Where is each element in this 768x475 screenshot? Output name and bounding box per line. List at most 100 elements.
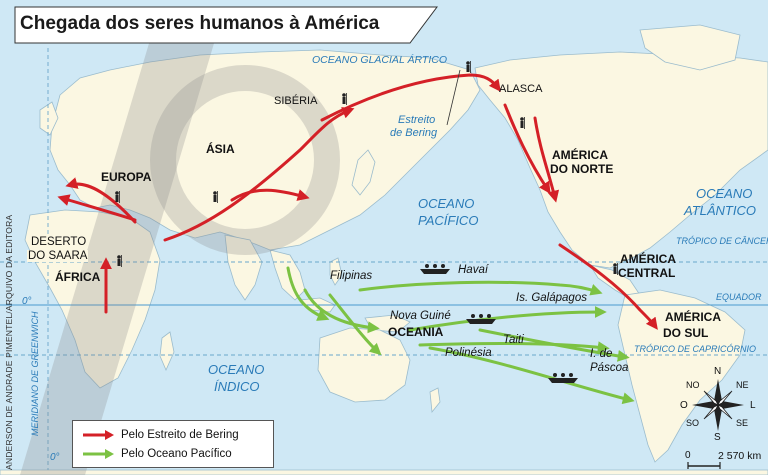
label-deserto-1: DESERTO — [30, 236, 88, 248]
legend-green-arrow-icon — [83, 449, 114, 459]
route-asia-south — [230, 188, 310, 202]
landmass-south-america — [617, 289, 746, 463]
human-figure-icon — [213, 191, 218, 203]
label-taiti: Taiti — [503, 334, 524, 346]
route-alaska-south — [503, 103, 551, 194]
label-ilha-pascoa-1: I. de — [590, 348, 613, 360]
route-to-australia — [328, 293, 382, 356]
route-asia-east — [163, 107, 355, 242]
title-frame — [14, 6, 438, 44]
compass-no: NO — [686, 380, 700, 390]
label-oceano-atlantico-2: ATLÂNTICO — [684, 203, 756, 218]
landmass-greenland — [639, 24, 741, 71]
route-to-new-guinea — [303, 288, 380, 334]
label-europa: EUROPA — [101, 170, 152, 184]
compass-se: SE — [736, 418, 749, 428]
landmass-eurasia — [49, 49, 481, 251]
strait-leader-line — [446, 69, 461, 126]
legend-red-arrow-icon — [83, 430, 114, 440]
landmass-madagascar — [159, 331, 175, 371]
route-to-europe — [65, 177, 137, 224]
compass-rose — [692, 379, 744, 431]
label-america-norte-1: AMÉRICA — [552, 148, 608, 162]
route-to-south-pacific — [428, 346, 635, 405]
route-alaska-north-america — [533, 116, 560, 203]
compass-ne: NE — [736, 380, 749, 390]
legend-label-bering: Pelo Estreito de Bering — [121, 429, 239, 441]
scale-bar — [687, 462, 721, 469]
label-oceano-glacial: OCEANO GLACIAL ÁRTICO — [312, 54, 447, 66]
legend-label-pacifico: Pelo Oceano Pacífico — [121, 448, 232, 460]
pacific-routes — [286, 266, 635, 405]
compass-l: L — [750, 400, 756, 411]
label-equador: EQUADOR — [716, 292, 762, 302]
label-alasca: ALASCA — [499, 83, 543, 95]
label-deserto-2: DO SAARA — [27, 250, 89, 262]
label-meridiano-greenwich: MERIDIANO DE GREENWICH — [30, 311, 40, 436]
label-zero-equator: 0° — [22, 296, 32, 307]
compass-n: N — [714, 366, 722, 377]
route-to-europe-west — [57, 194, 137, 222]
landmass-new-zealand — [429, 387, 441, 414]
label-america-central-1: AMÉRICA — [620, 252, 676, 266]
map-title: Chegada dos seres humanos à América — [20, 13, 380, 34]
human-figure-icon — [115, 191, 120, 203]
scale-zero: 0 — [685, 450, 691, 461]
label-tropico-capricornio: TRÓPICO DE CAPRICÓRNIO — [634, 344, 757, 354]
legend-box: Pelo Estreito de Bering Pelo Oceano Pací… — [72, 420, 274, 468]
label-havai: Havaí — [458, 264, 489, 276]
label-america-norte-2: DO NORTE — [550, 162, 614, 176]
route-to-galapagos — [358, 280, 603, 296]
human-figure-icon — [117, 255, 122, 267]
bering-routes — [57, 73, 658, 330]
label-ilha-pascoa-2: Páscoa — [590, 362, 629, 374]
label-oceania: OCEANIA — [388, 325, 444, 339]
landmass-japan — [351, 149, 376, 196]
label-galapagos: Is. Galápagos — [516, 292, 587, 304]
label-siberia: SIBÉRIA — [274, 95, 318, 107]
boat-icon — [466, 314, 496, 324]
human-figure-icon — [342, 93, 347, 105]
watermark-ring — [150, 65, 340, 255]
boat-icons — [420, 264, 578, 383]
route-to-easter-island — [478, 328, 630, 362]
landmass-britain — [39, 101, 59, 136]
label-oceano-pacifico-2: PACÍFICO — [418, 213, 479, 228]
route-se-asia-indonesia — [286, 266, 330, 321]
route-central-south-america — [558, 243, 658, 330]
label-estreito-2: de Bering — [390, 127, 438, 139]
landmass-antarctica — [0, 469, 768, 475]
compass-s: S — [714, 432, 721, 443]
scale-value: 2 570 km — [718, 450, 762, 462]
boat-icon — [420, 264, 450, 274]
human-icons — [115, 61, 618, 275]
label-oceano-indico-1: OCEANO — [208, 362, 265, 377]
label-oceano-indico-2: ÍNDICO — [214, 379, 260, 394]
route-polinesia — [418, 341, 610, 354]
legend-item-pacifico: Pelo Oceano Pacífico — [81, 446, 232, 462]
label-oceano-pacifico-1: OCEANO — [418, 196, 475, 211]
label-filipinas: Filipinas — [330, 270, 373, 282]
label-oceano-atlantico-1: OCEANO — [696, 186, 753, 201]
human-figure-icon — [613, 263, 618, 275]
landmass-india — [224, 234, 263, 301]
landmass-se-asia — [269, 249, 306, 301]
compass-so: SO — [686, 418, 700, 428]
boat-icon — [548, 373, 578, 383]
label-america-sul-2: DO SUL — [663, 326, 709, 340]
label-africa: ÁFRICA — [55, 270, 101, 284]
land-masses — [0, 24, 768, 475]
landmass-philippines — [329, 257, 343, 286]
human-figure-icon — [520, 117, 525, 129]
label-polinesia: Polinésia — [445, 347, 492, 359]
label-america-sul-1: AMÉRICA — [665, 310, 721, 324]
label-america-central-2: CENTRAL — [618, 266, 676, 280]
route-siberia-alaska — [320, 73, 501, 122]
label-tropico-cancer: TRÓPICO DE CÂNCER — [676, 236, 768, 246]
label-asia: ÁSIA — [206, 142, 235, 156]
credit-text: ANDERSON DE ANDRADE PIMENTEL/ARQUIVO DA … — [4, 214, 14, 470]
compass-o: O — [680, 400, 688, 411]
route-to-south-america — [408, 306, 607, 332]
